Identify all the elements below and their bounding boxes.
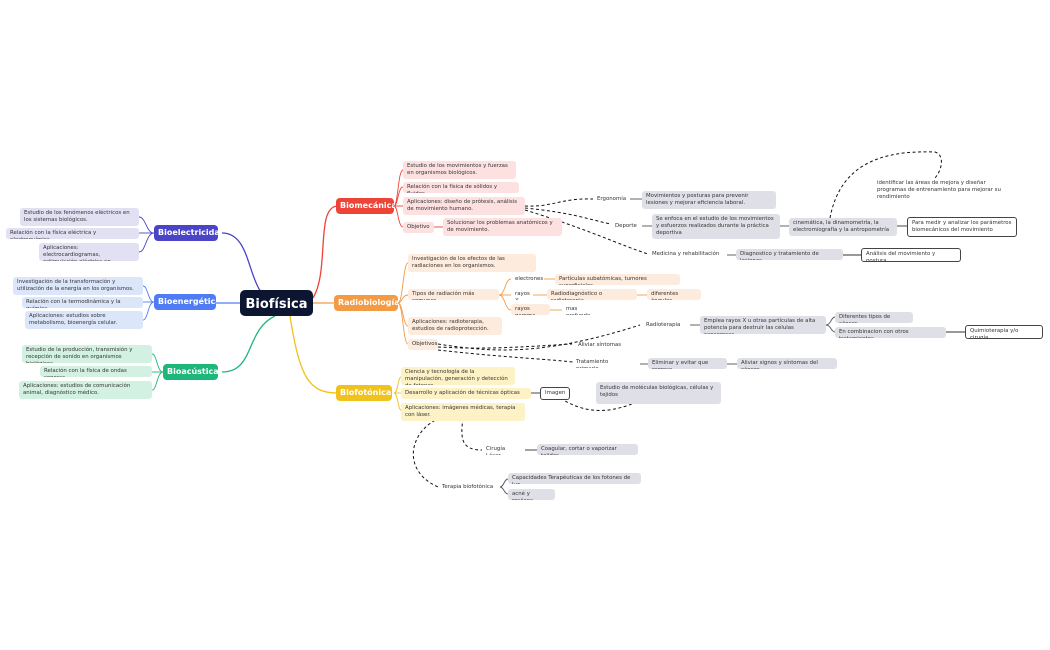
tratamiento-node[interactable]: Tratamiento primario [576, 359, 609, 368]
bioacustica-item-3: Aplicaciones: estudios de comunicación a… [19, 381, 152, 399]
biomecanica-objetivo: Objetivo [403, 222, 434, 233]
terapia-biofotonica-node[interactable]: Terapia biofotónica [442, 484, 494, 490]
imagen-detail: Estudio de moléculas biológicas, células… [596, 382, 721, 404]
cinematica-node: cinemática, la dinamometría, la electrom… [789, 218, 897, 236]
bioelectricidad-item-3: Aplicaciones: electrocardiogramas, estim… [39, 243, 139, 261]
capacidades-node: Capacidades Terapéuticas de los fotones … [508, 473, 641, 484]
radioterapia-node[interactable]: Radioterapia [646, 322, 681, 328]
radioterapia-detail: Emplea rayos X u otras partículas de alt… [700, 316, 826, 334]
ergonomia-detail: Movimientos y posturas para prevenir les… [642, 191, 776, 209]
biomecanica-item-2: Relación con la física de sólidos y flui… [403, 182, 519, 193]
combinacion-node: En combinacion con otros tratamientos [835, 327, 946, 338]
radiobiologia-node[interactable]: Radiobiología [334, 295, 398, 311]
deporte-detail: Se enfoca en el estudio de los movimient… [652, 214, 780, 239]
radiobiologia-objetivos[interactable]: Objetivos [408, 339, 438, 350]
radiobiologia-aplicaciones: Aplicaciones: radioterapia, estudios de … [408, 317, 502, 335]
angulos-node: diferentes ángulos [647, 289, 701, 300]
biomecanica-node[interactable]: Biomecánica [336, 198, 394, 214]
bioenergetica-item-1: Investigación de la transformación y uti… [13, 277, 143, 295]
cirugia-detail: Coagular, cortar o vaporizar tejidos [537, 444, 638, 455]
bioenergetica-node[interactable]: Bioenergética [154, 294, 216, 310]
imagen-node[interactable]: Imagen [540, 387, 570, 400]
cirugia-laser-node[interactable]: Cirugía Láser [486, 446, 506, 455]
ergonomia-node[interactable]: Ergonomía [597, 196, 627, 202]
biofotonica-aplicaciones: Aplicaciones: imágenes médicas, terapia … [401, 403, 525, 421]
bioacustica-node[interactable]: Bioacústica [163, 364, 218, 380]
cancer-types-node: Diferentes tipos de cáncer [835, 312, 913, 323]
biofotonica-desarrollo: Desarrollo y aplicación de técnicas ópti… [401, 388, 531, 399]
analisis-node: Análisis del movimiento y postura [861, 248, 961, 262]
deporte-node[interactable]: Deporte [615, 223, 637, 229]
bioenergetica-item-2: Relación con la termodinámica y la quími… [22, 297, 143, 308]
biomecanica-objetivo-detail: Solucionar los problemas anatómicos y de… [443, 218, 562, 236]
electrones-detail: Partículas subatómicas, tumores superfic… [555, 274, 680, 285]
quimioterapia-node: Quimioterapia y/o cirugía [965, 325, 1043, 339]
electrones-node: electrones [515, 276, 544, 282]
bioacustica-item-2: Relación con la física de ondas sonoras. [40, 366, 152, 377]
aliviar-signos-node: Aliviar signos y síntomas del cáncer [737, 358, 837, 369]
aliviar-node[interactable]: Aliviar síntomas [578, 342, 622, 348]
biofotonica-node[interactable]: Biofotónica [336, 385, 392, 401]
bioelectricidad-node[interactable]: Bioelectricidad [154, 225, 218, 241]
bioenergetica-item-3: Aplicaciones: estudios sobre metabolismo… [25, 311, 143, 329]
medicina-node[interactable]: Medicina y rehabilitación [652, 251, 720, 257]
gamma-detail: mas profundo [566, 306, 590, 315]
root-node[interactable]: Biofísica [240, 290, 313, 316]
radiobiologia-tipos: Tipos de radiación más comunes [408, 289, 499, 300]
identificar-node: identificar las áreas de mejora y diseña… [877, 180, 1001, 200]
bioelectricidad-item-2: Relación con la física eléctrica y elect… [6, 228, 139, 239]
gamma-node: rayos gamma [511, 304, 550, 315]
rayosx-node: rayos X [515, 291, 530, 300]
biofotonica-ciencia: Ciencia y tecnología de la manipulación,… [401, 367, 515, 385]
eliminar-node: Eliminar y evitar que regrese [648, 358, 727, 369]
radiobiologia-investigacion: Investigación de los efectos de las radi… [408, 254, 536, 272]
biomecanica-item-3: Aplicaciones: diseño de prótesis, anális… [403, 197, 525, 215]
acne-node: acné y rosácea [508, 489, 555, 500]
diagnostico-node: Diagnostico y tratamiento de lesiones [736, 249, 843, 260]
rayosx-detail: Radiodiagnóstico o radioterapia [547, 289, 637, 300]
bioacustica-item-1: Estudio de la producción, transmisión y … [22, 345, 152, 363]
parametros-node: Para medir y analizar los parámetros bio… [907, 217, 1017, 237]
bioelectricidad-item-1: Estudio de los fenómenos eléctricos en l… [20, 208, 139, 226]
biomecanica-item-1: Estudio de los movimientos y fuerzas en … [403, 161, 516, 179]
